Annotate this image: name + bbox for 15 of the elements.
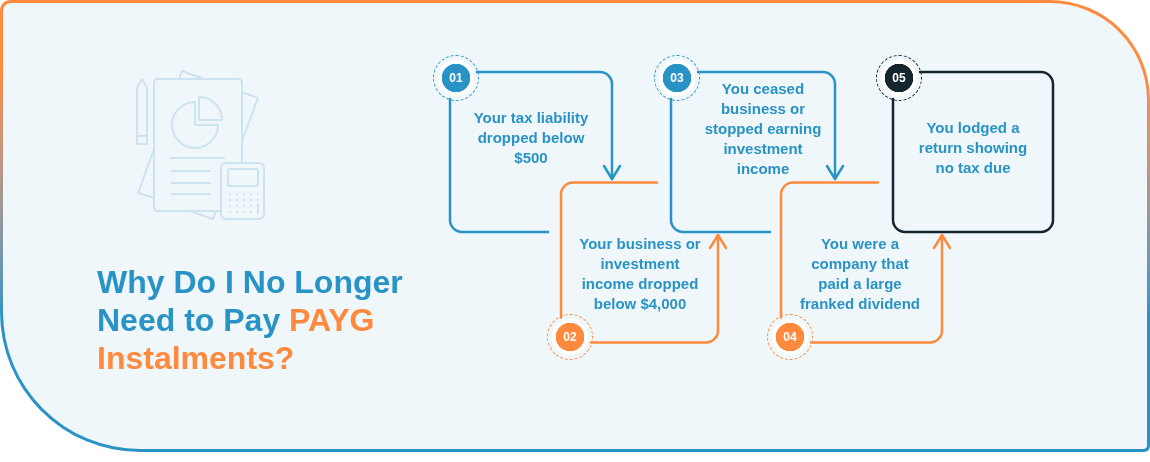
step-box bbox=[547, 180, 720, 360]
step-description: Your tax liability dropped below $500 bbox=[472, 108, 590, 168]
step-box bbox=[876, 55, 1055, 234]
arrow bbox=[825, 82, 845, 181]
step-box bbox=[654, 55, 837, 234]
arrow bbox=[708, 233, 728, 332]
step-description: You ceased business or stopped earning investment income bbox=[703, 79, 823, 179]
step-description: You were a company that paid a large franked dividend bbox=[799, 234, 921, 314]
step-box bbox=[767, 180, 944, 360]
arrow bbox=[602, 82, 622, 181]
step-description: You lodged a return showing no tax due bbox=[917, 118, 1029, 178]
arrow bbox=[932, 233, 952, 332]
title-heading: Why Do I No Longer Need to Pay PAYG Instalments? bbox=[97, 263, 404, 377]
step-box bbox=[433, 55, 614, 234]
step-description: Your business or investment income dropped below $4,000 bbox=[578, 234, 702, 314]
